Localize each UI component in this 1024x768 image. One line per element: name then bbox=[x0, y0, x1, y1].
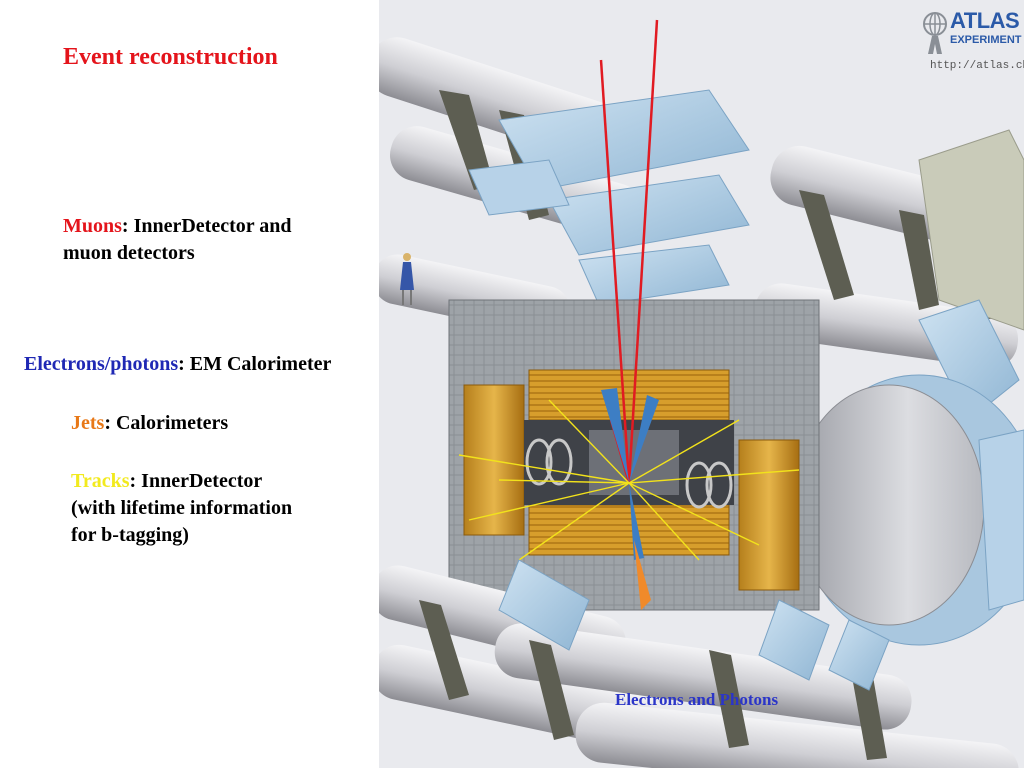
tracks-term: Tracks bbox=[71, 470, 130, 492]
electrons-term: Electrons/photons bbox=[24, 353, 179, 375]
central-calorimeter bbox=[448, 299, 820, 611]
tracks-desc-line2: (with lifetime information bbox=[71, 497, 293, 519]
jets-item: Jets: Calorimeters bbox=[71, 410, 228, 437]
tracks-item: Tracks: InnerDetector (with lifetime inf… bbox=[71, 468, 292, 549]
page-title: Event reconstruction bbox=[63, 44, 278, 70]
muon-chambers-top bbox=[468, 89, 750, 306]
jet-cones bbox=[601, 388, 659, 560]
em-shower bbox=[634, 540, 651, 610]
lower-toroid-coils bbox=[379, 559, 1019, 768]
tracks-desc-line3: for b-tagging) bbox=[71, 524, 189, 546]
person-figure bbox=[400, 253, 414, 305]
charged-tracks bbox=[458, 399, 800, 561]
muons-item: Muons: InnerDetector and muon detectors bbox=[63, 213, 292, 267]
muons-desc: : InnerDetector and bbox=[121, 215, 292, 237]
electrons-desc: : EM Calorimeter bbox=[178, 353, 332, 375]
atlas-globe-icon bbox=[923, 12, 947, 54]
figure-caption: Electrons and Photons bbox=[615, 690, 779, 709]
tracks-desc: : InnerDetector bbox=[129, 470, 263, 492]
jets-desc: : Calorimeters bbox=[104, 412, 229, 434]
muons-term: Muons bbox=[63, 215, 122, 237]
muons-desc-line2: muon detectors bbox=[63, 242, 195, 264]
logo-url: http://atlas.ch bbox=[930, 60, 1024, 72]
electrons-item: Electrons/photons: EM Calorimeter bbox=[24, 351, 331, 378]
logo-word-atlas: ATLAS bbox=[950, 8, 1020, 33]
jets-term: Jets bbox=[71, 412, 105, 434]
logo-word-experiment: EXPERIMENT bbox=[950, 34, 1022, 46]
atlas-detector-illustration bbox=[379, 0, 1024, 768]
endcap-region bbox=[793, 129, 1024, 646]
atlas-logo: ATLAS EXPERIMENT http://atlas.ch bbox=[920, 6, 1024, 78]
